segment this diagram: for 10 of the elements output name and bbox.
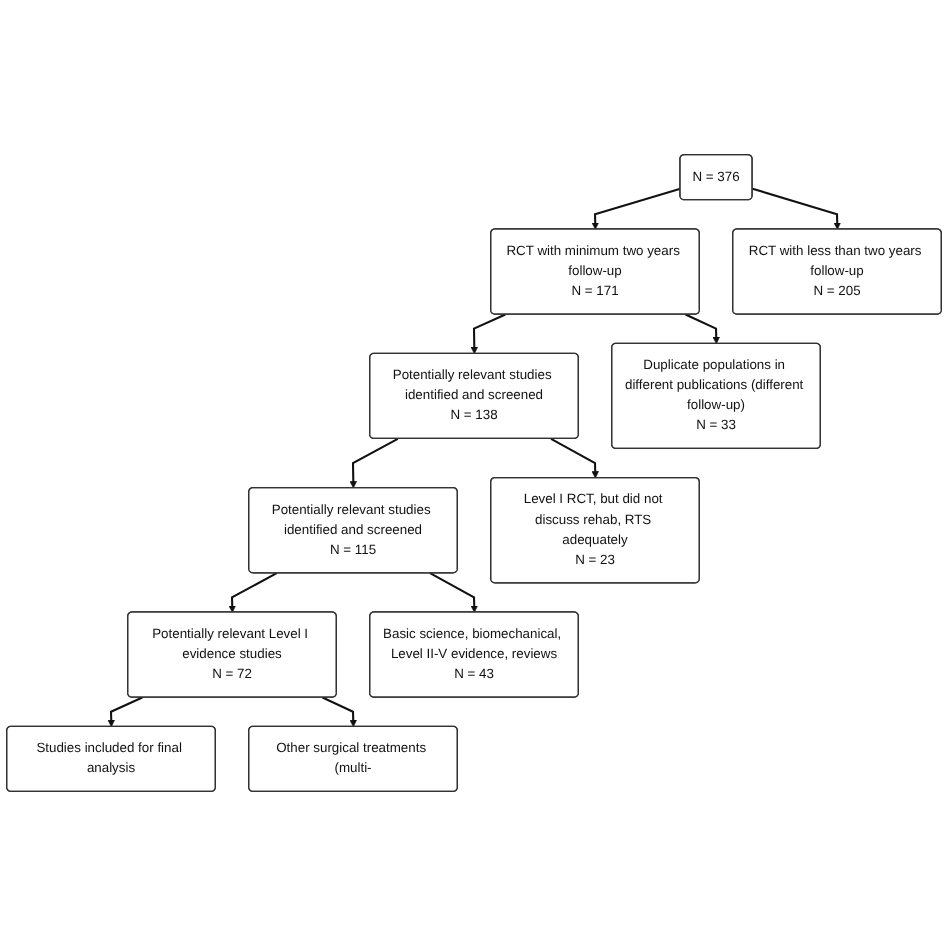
arrow [752,188,841,231]
arrow [470,314,506,355]
arrow [228,573,278,614]
arrow [591,188,681,231]
arrow [550,438,599,480]
arrow [322,697,357,728]
arrow [107,697,143,728]
arrow [685,314,720,345]
arrow [349,438,399,490]
arrow [429,573,478,614]
